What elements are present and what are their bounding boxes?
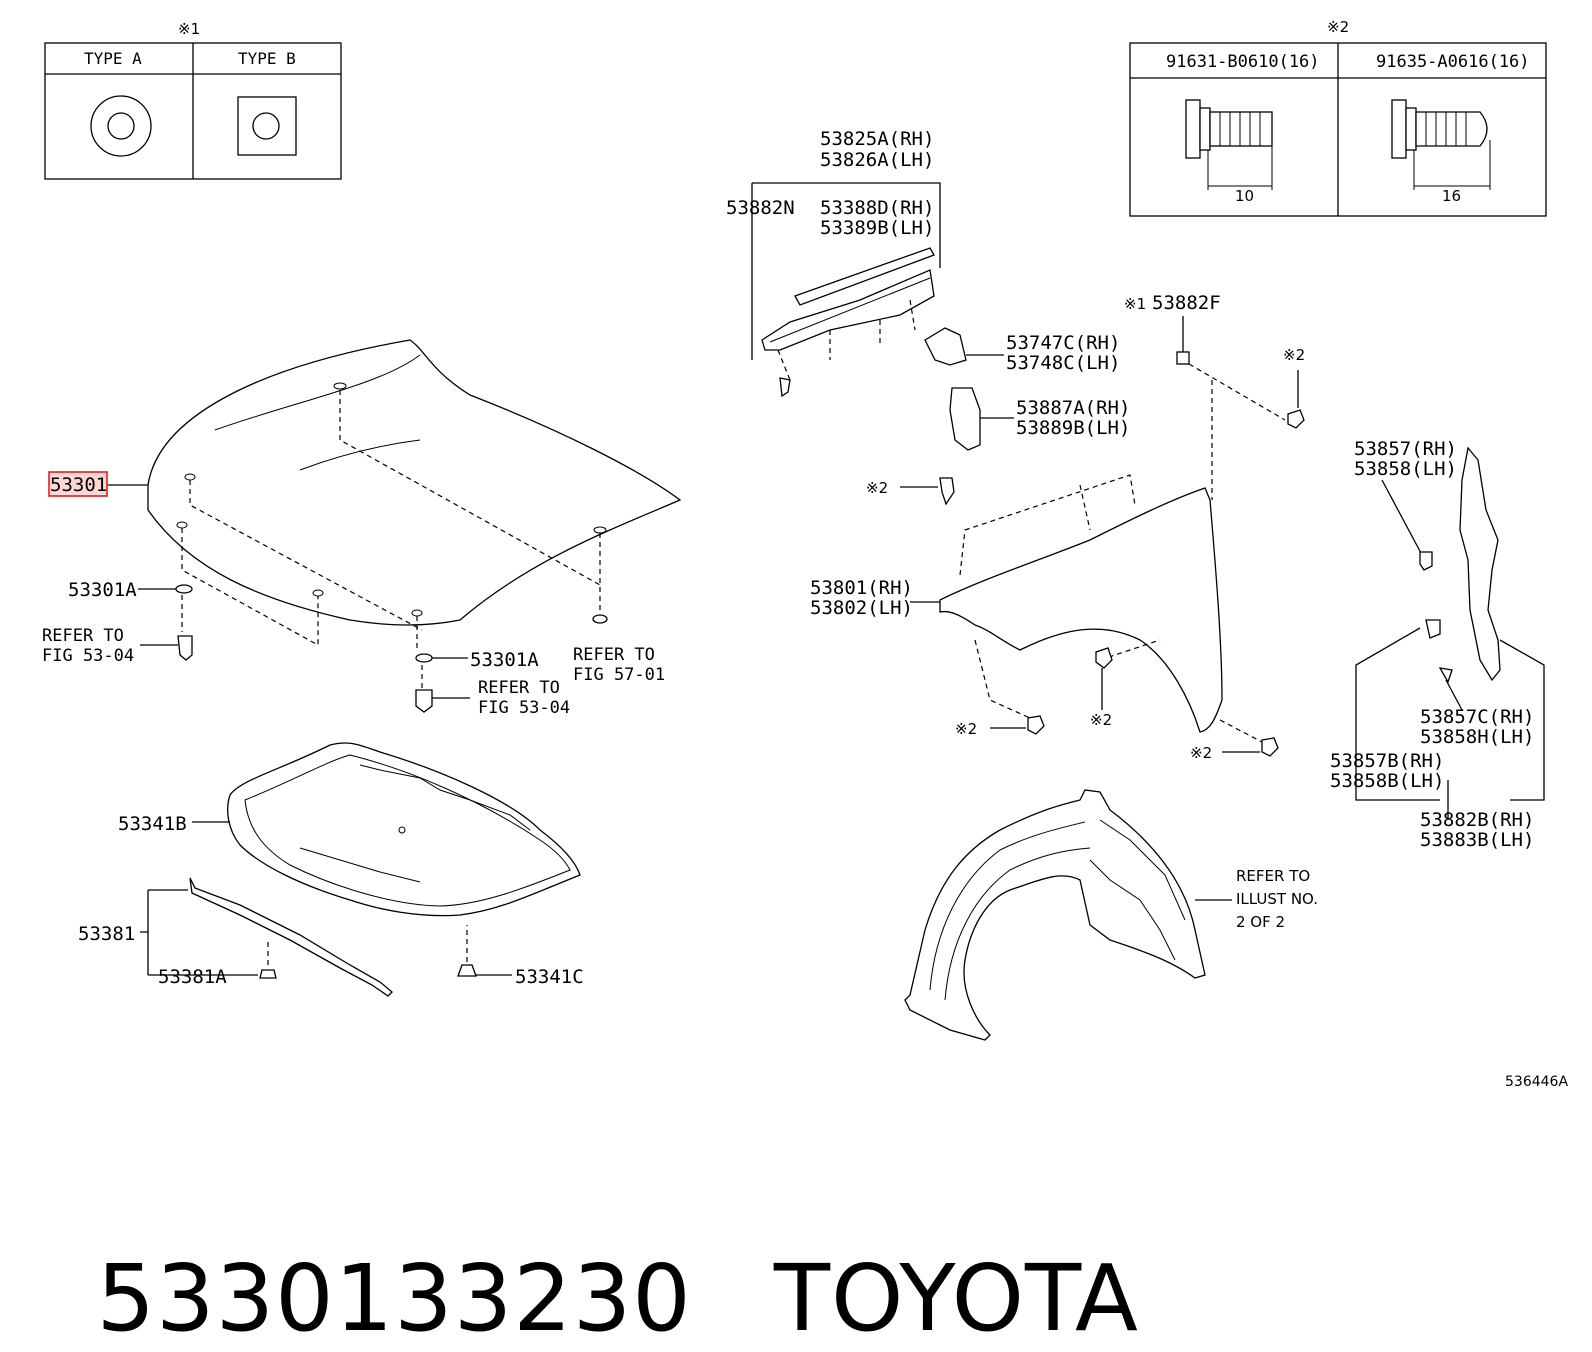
seal-clip-icon [259,969,277,979]
seal-clip-label: 53381A [158,966,227,988]
type-a-label: TYPE A [84,49,142,68]
clip-53882f-icon [1176,351,1190,365]
cowl-seal-assembly [761,247,935,398]
hood-clip-left-label: 53301A [68,579,137,601]
parts-diagram: ※1 TYPE A TYPE B ※2 91631-B0610(16) 9163… [42,18,1568,1090]
front-fender [939,474,1223,733]
hood-cushion-mid-icon [415,689,433,713]
fender-bolt-mid-icon [1095,647,1113,669]
hood-panel [147,339,682,690]
hood-insulator [227,742,581,917]
refer-right-line2: FIG 57-01 [573,665,665,685]
refer-left-line2: FIG 53-04 [42,646,134,666]
refer-illust-line3: 2 OF 2 [1236,913,1285,931]
bracket1-rh: 53747C(RH) [1006,332,1120,354]
bracket-53747c [924,327,967,366]
figure-code: 536446A [1505,1074,1568,1090]
liner-a-lh: 53858(LH) [1354,458,1457,480]
bolt-mark-fender-lower: ※2 [955,720,977,738]
legend1-mark: ※1 [178,20,200,38]
bolt-mark-fender-mid: ※2 [1090,711,1112,729]
liner-c-rh: 53857C(RH) [1420,706,1534,728]
refer-illust-line2: ILLUST NO. [1236,890,1318,908]
bolt2-length: 16 [1442,187,1461,205]
fender-liner [904,789,1206,1041]
part-footer: 5330133230 TOYOTA [36,1138,1139,1352]
bolt2-icon [1391,99,1491,190]
bolt1-length: 10 [1235,187,1254,205]
liner-clip-lh: 53883B(LH) [1420,829,1534,851]
bracket2-rh: 53887A(RH) [1016,397,1130,419]
fender-lh: 53802(LH) [810,597,913,619]
clip-53882n-label: 53882N [726,197,795,219]
refer-mid-line1: REFER TO [478,678,560,698]
part-number: 5330133230 [96,1245,692,1352]
liner-a-rh: 53857(RH) [1354,438,1457,460]
bolt-mark-top: ※2 [1283,346,1305,364]
fender-bolt-lower-icon [1027,715,1045,735]
fender-bolt-rear-icon [1261,737,1279,757]
liner-b-lh: 53858B(LH) [1330,770,1444,792]
refer-right-line1: REFER TO [573,645,655,665]
fender-bolt-top-icon [1287,409,1305,429]
seal-lower-lh: 53389B(LH) [820,217,934,239]
seal-upper-lh: 53826A(LH) [820,149,934,171]
bracket2-lh: 53889B(LH) [1016,417,1130,439]
type-b-clip-icon [237,96,297,156]
liner-c-lh: 53858H(LH) [1420,726,1534,748]
liner-clip-upper-icon [1419,551,1433,571]
legend-bolt-table: ※2 91631-B0610(16) 91635-A0616(16) 10 [1129,18,1547,217]
legend2-mark: ※2 [1327,18,1349,36]
type-b-label: TYPE B [238,49,296,68]
insulator-label: 53341B [118,813,187,835]
fender-liner-seal [1459,446,1501,682]
legend-type-table: ※1 TYPE A TYPE B [44,20,342,180]
hood-seal [189,877,393,997]
refer-illust-line1: REFER TO [1236,867,1310,885]
bolt-mark-fender-left: ※2 [866,479,888,497]
liner-clip-rh: 53882B(RH) [1420,809,1534,831]
bolt-mark-fender-rear: ※2 [1190,744,1212,762]
bracket1-lh: 53748C(LH) [1006,352,1120,374]
fender-bolt-left-icon [939,477,955,506]
hood-clip-left-icon [175,584,193,594]
refer-mid-line2: FIG 53-04 [478,698,570,718]
hood-cushion-left-icon [177,635,193,661]
insulator-clip-label: 53341C [515,966,584,988]
seal-lower-rh: 53388D(RH) [820,197,934,219]
insulator-clip-icon [457,964,477,977]
hood-bumper-right-icon [592,614,608,624]
fender-rh: 53801(RH) [810,577,913,599]
hood-clip-right-label: 53301A [470,649,539,671]
liner-clip-lower-icon [1438,667,1453,684]
bracket-53887a [949,387,981,451]
bolt2-part: 91635-A0616(16) [1376,52,1530,72]
brand-name: TOYOTA [773,1245,1139,1352]
liner-clip-mid-icon [1425,619,1441,639]
hood-clip-right-icon [415,653,433,663]
seal-upper-rh: 53825A(RH) [820,128,934,150]
clip-53882f-label: 53882F [1152,292,1221,314]
bolt1-part: 91631-B0610(16) [1166,52,1320,72]
refer-left-line1: REFER TO [42,626,124,646]
clip-53882f-mark: ※1 [1124,295,1146,313]
seal-label: 53381 [78,923,135,945]
bolt1-icon [1185,99,1273,190]
hood-highlight [48,471,108,497]
liner-b-rh: 53857B(RH) [1330,750,1444,772]
type-a-clip-icon [90,95,152,157]
hood-label: 53301 [50,474,107,496]
